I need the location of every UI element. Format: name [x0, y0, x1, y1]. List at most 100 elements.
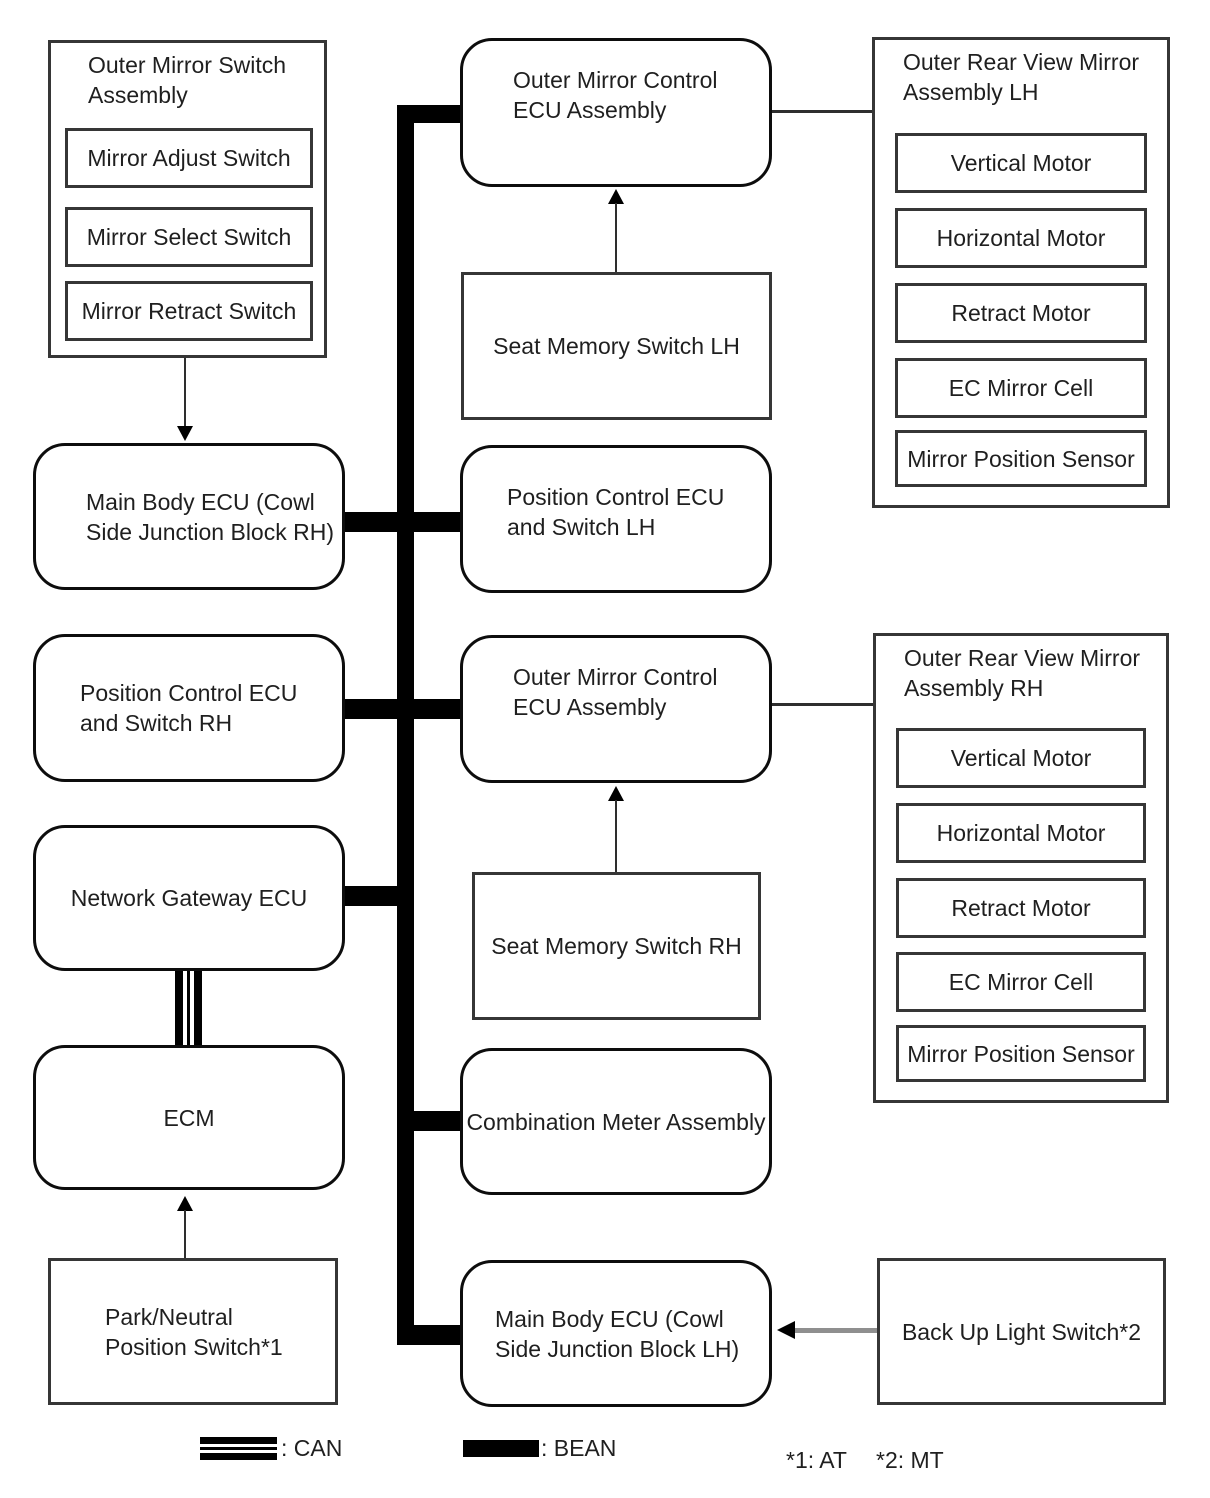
- mirror-adjust-switch-box: Mirror Adjust Switch: [65, 128, 313, 188]
- mirror-position-sensor-rh-box: Mirror Position Sensor: [896, 1025, 1146, 1082]
- title-line: Outer Rear View Mirror: [903, 49, 1140, 75]
- link-omc-top-to-mirror-lh: [770, 110, 872, 113]
- arrow-head-seat-rh-to-omc: [608, 786, 624, 801]
- mirror-position-sensor-label: Mirror Position Sensor: [907, 1040, 1135, 1067]
- mirror-select-switch-label: Mirror Select Switch: [86, 224, 292, 250]
- outer-mirror-control-ecu-label: ECU Assembly: [513, 694, 667, 720]
- bean-legend-label: : BEAN: [541, 1435, 617, 1461]
- arrow-line-seat-lh-to-omc: [615, 203, 617, 273]
- bean-stub-combination-meter: [409, 1111, 462, 1131]
- combination-meter-assembly-box: Combination Meter Assembly: [460, 1048, 772, 1195]
- can-link-stripe: [194, 969, 202, 1047]
- horizontal-motor-label: Horizontal Motor: [936, 225, 1106, 251]
- outer-rear-view-mirror-lh-box: Outer Rear View Mirror Assembly LH Verti…: [872, 37, 1170, 508]
- link-omc-bottom-to-mirror-rh: [770, 703, 873, 706]
- outer-rear-view-mirror-lh-title: Outer Rear View Mirror Assembly LH: [903, 47, 1139, 107]
- outer-rear-view-mirror-rh-title: Outer Rear View Mirror Assembly RH: [904, 643, 1140, 703]
- bean-bus-vertical: [397, 105, 414, 1345]
- outer-mirror-switch-assembly-box: Outer Mirror Switch Assembly Mirror Adju…: [48, 40, 327, 358]
- mirror-retract-switch-box: Mirror Retract Switch: [65, 281, 313, 341]
- mirror-select-switch-box: Mirror Select Switch: [65, 207, 313, 267]
- ec-mirror-cell-label: EC Mirror Cell: [948, 969, 1094, 995]
- title-line: Assembly: [88, 82, 188, 108]
- seat-memory-switch-lh-box: Seat Memory Switch LH: [461, 272, 772, 420]
- arrow-head-seat-lh-to-omc: [608, 189, 624, 204]
- backup-light-switch-label: Back Up Light Switch*2: [901, 1318, 1142, 1345]
- combination-meter-assembly-label: Combination Meter Assembly: [466, 1108, 766, 1135]
- position-control-ecu-rh-label: and Switch RH: [80, 710, 233, 736]
- outer-mirror-control-ecu-label: Outer Mirror Control: [513, 66, 718, 93]
- vertical-motor-lh-box: Vertical Motor: [895, 133, 1147, 193]
- arrow-line-backup-to-mainbody-lh: [793, 1328, 878, 1333]
- outer-mirror-control-ecu-label: Outer Mirror Control: [513, 664, 718, 690]
- horizontal-motor-lh-box: Horizontal Motor: [895, 208, 1147, 268]
- footnote-at: *1: AT: [786, 1447, 847, 1473]
- footnote-mt: *2: MT: [876, 1447, 944, 1473]
- park-neutral-switch-label: Position Switch*1: [105, 1333, 283, 1360]
- horizontal-motor-rh-box: Horizontal Motor: [896, 803, 1146, 863]
- seat-memory-switch-rh-box: Seat Memory Switch RH: [472, 872, 761, 1020]
- bean-legend-swatch: [463, 1440, 539, 1457]
- vertical-motor-rh-box: Vertical Motor: [896, 728, 1146, 788]
- retract-motor-label: Retract Motor: [951, 300, 1091, 326]
- vertical-motor-label: Vertical Motor: [950, 745, 1092, 771]
- ecm-label: ECM: [163, 1104, 215, 1131]
- seat-memory-switch-lh-label: Seat Memory Switch LH: [493, 333, 740, 359]
- ec-mirror-cell-label: EC Mirror Cell: [948, 375, 1094, 401]
- can-legend-label: : CAN: [281, 1435, 343, 1461]
- mirror-retract-switch-label: Mirror Retract Switch: [81, 298, 297, 324]
- main-body-ecu-rh-label: Main Body ECU (Cowl: [86, 488, 315, 515]
- bean-stub-mainbody-rh-poscontrol-lh: [342, 512, 462, 532]
- position-control-ecu-lh-box: Position Control ECU and Switch LH: [460, 445, 772, 593]
- network-gateway-ecu-box: Network Gateway ECU: [33, 825, 345, 971]
- ecm-box: ECM: [33, 1045, 345, 1190]
- outer-mirror-control-ecu-bottom-box: Outer Mirror Control ECU Assembly: [460, 635, 772, 783]
- vertical-motor-label: Vertical Motor: [950, 150, 1092, 176]
- seat-memory-switch-rh-label: Seat Memory Switch RH: [491, 933, 742, 959]
- horizontal-motor-label: Horizontal Motor: [936, 820, 1106, 846]
- can-link: [175, 969, 202, 1047]
- outer-mirror-switch-assembly-title: Outer Mirror Switch Assembly: [88, 50, 286, 110]
- park-neutral-position-switch-box: Park/Neutral Position Switch*1: [48, 1258, 338, 1405]
- retract-motor-lh-box: Retract Motor: [895, 283, 1147, 343]
- arrow-head-switch-to-mainbody-rh: [177, 426, 193, 441]
- outer-mirror-control-ecu-label: ECU Assembly: [513, 96, 667, 123]
- mirror-position-sensor-label: Mirror Position Sensor: [907, 445, 1135, 472]
- can-legend-stripe: [200, 1437, 277, 1444]
- outer-rear-view-mirror-rh-box: Outer Rear View Mirror Assembly RH Verti…: [873, 633, 1169, 1103]
- park-neutral-switch-label: Park/Neutral: [105, 1303, 233, 1330]
- title-line: Outer Mirror Switch: [88, 52, 287, 78]
- title-line: Assembly RH: [904, 675, 1044, 701]
- main-body-ecu-lh-box: Main Body ECU (Cowl Side Junction Block …: [460, 1260, 772, 1407]
- backup-light-switch-box: Back Up Light Switch*2: [877, 1258, 1166, 1405]
- mirror-adjust-switch-label: Mirror Adjust Switch: [87, 145, 291, 171]
- can-legend-stripe: [200, 1447, 277, 1450]
- bean-elbow-bottom: [397, 1325, 462, 1345]
- main-body-ecu-lh-label: Side Junction Block LH): [495, 1335, 740, 1362]
- position-control-ecu-lh-label: Position Control ECU: [507, 484, 725, 510]
- title-line: Outer Rear View Mirror: [904, 645, 1141, 671]
- ec-mirror-cell-rh-box: EC Mirror Cell: [896, 952, 1146, 1012]
- arrow-head-parkneutral-to-ecm: [177, 1196, 193, 1211]
- outer-mirror-control-ecu-top-box: Outer Mirror Control ECU Assembly: [460, 38, 772, 187]
- bean-stub-network-gateway: [342, 886, 405, 906]
- main-body-ecu-rh-label: Side Junction Block RH): [86, 518, 334, 545]
- can-legend-swatch: [200, 1437, 277, 1460]
- arrow-line-parkneutral-to-ecm: [184, 1210, 186, 1258]
- title-line: Assembly LH: [903, 79, 1039, 105]
- arrow-head-backup-to-mainbody-lh: [777, 1321, 795, 1339]
- can-link-stripe: [175, 969, 183, 1047]
- arrow-line-seat-rh-to-omc: [615, 800, 617, 873]
- can-legend-stripe: [200, 1453, 277, 1460]
- retract-motor-rh-box: Retract Motor: [896, 878, 1146, 938]
- retract-motor-label: Retract Motor: [951, 895, 1091, 921]
- position-control-ecu-lh-label: and Switch LH: [507, 514, 656, 540]
- main-body-ecu-lh-label: Main Body ECU (Cowl: [495, 1305, 724, 1332]
- arrow-line-switch-to-mainbody-rh: [184, 357, 186, 427]
- position-control-ecu-rh-box: Position Control ECU and Switch RH: [33, 634, 345, 782]
- network-gateway-ecu-label: Network Gateway ECU: [70, 885, 308, 911]
- bean-stub-poscontrol-rh-omc: [342, 699, 462, 719]
- position-control-ecu-rh-label: Position Control ECU: [80, 680, 298, 706]
- can-link-stripe: [187, 969, 190, 1047]
